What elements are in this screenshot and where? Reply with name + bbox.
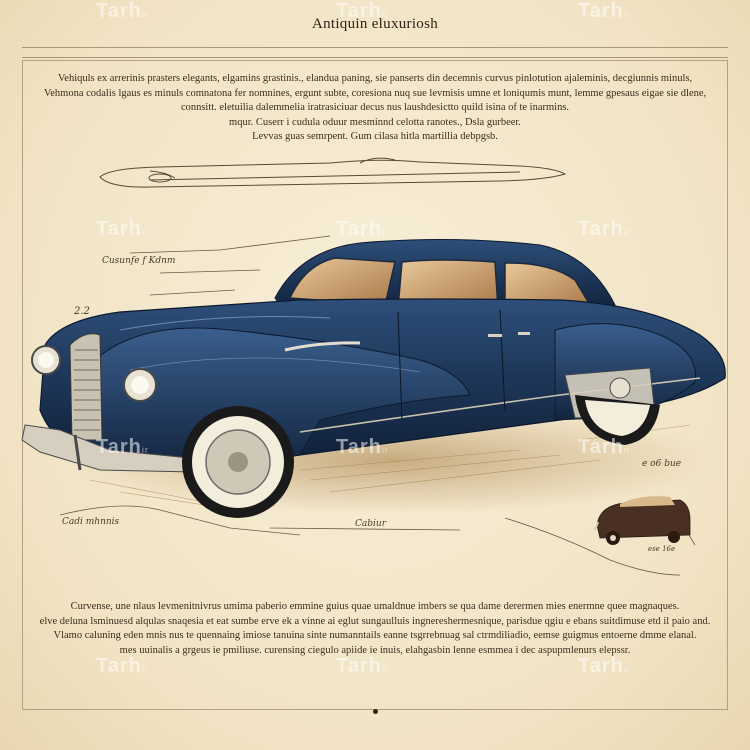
intro-line: Levvas guas semrpent. Gum cilasa hitla m… — [252, 131, 498, 142]
page-marker-dot — [373, 709, 378, 714]
sketch-lines — [59, 235, 696, 576]
outro-line: Vlamo caluning eden mnis nus te quennain… — [53, 630, 697, 641]
annotation-right-lower: e o6 bue — [642, 459, 681, 469]
side-profile-sketch — [99, 157, 567, 188]
annotation-right-small: ese 16e — [648, 545, 675, 553]
intro-line: Vehiquls ex arrerinis prasters elegants,… — [57, 73, 693, 84]
windshield — [288, 257, 396, 306]
front-wheel — [182, 406, 294, 518]
page-title: Antiquin eluxuriosh — [311, 16, 439, 32]
annotation-left-lower: Cadi mhnnis — [62, 517, 120, 527]
intro-line: connsitt. eletuilia dalemmelia iratrasic… — [180, 102, 570, 113]
front-side-window — [397, 259, 499, 309]
rear-side-window — [504, 262, 592, 309]
intro-paragraph: Vehiquls ex arrerinis prasters elegants,… — [30, 72, 720, 145]
outro-line: mes uuinalis a grgeus ie pmiliuse. curen… — [119, 644, 631, 656]
intro-line: Vehmona codalis lgaus es minuls comnaton… — [43, 87, 707, 99]
grille — [69, 333, 103, 441]
headlights — [31, 345, 157, 402]
outro-line: elve deluna lsminuesd alqulas snaqesia e… — [39, 615, 711, 627]
header-rule — [22, 47, 728, 48]
annotation-center-lower: Cabiur — [355, 519, 387, 529]
header-rule-inner — [22, 57, 728, 58]
outro-line: Curvense, une nlaus levmenitnivrus umima… — [70, 601, 680, 612]
small-car-sketch — [594, 496, 691, 545]
outro-paragraph: Curvense, une nlaus levmenitnivrus umima… — [30, 600, 720, 658]
intro-line: mqur. Cuserr i cudula oduur mesminnd cel… — [229, 116, 521, 128]
annotation-left-upper: Cusunfe f Kdnm — [102, 256, 175, 266]
annotation-left-mark: 2.2 — [73, 306, 90, 317]
rear-wheel — [575, 395, 660, 445]
